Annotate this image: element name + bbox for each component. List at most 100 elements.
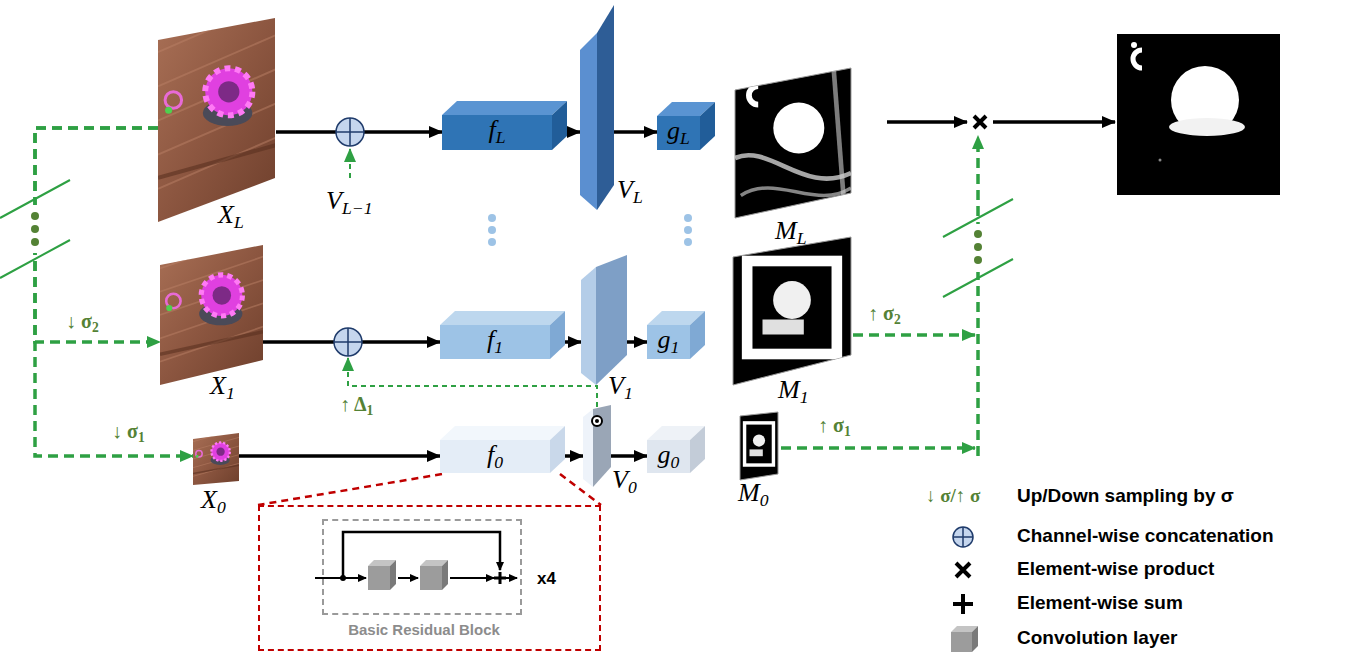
output-mask-image [1169,118,1245,136]
legend-text-holder: Element-wise product [1017,558,1214,582]
symbol-label-holder: gL [657,116,700,150]
symbol-label: L [496,127,506,147]
sampling-label: 1 [138,430,145,445]
flow-arrow [627,340,647,344]
residual-block-drawing [340,575,346,581]
signal-lines [993,120,1115,124]
output-mask-image [1117,34,1280,195]
feature-map: VL [580,5,614,210]
cuboid-shape [440,325,550,359]
symbol-label: f0 [487,440,503,469]
symbol-label-holder: f0 [440,440,550,473]
signal-lines [348,122,1115,456]
symbol-label-holder: f1 [440,325,550,359]
sampling-label: 1 [844,424,851,439]
input-image [211,443,229,461]
residual-block-box: Basic Residual Block [322,519,522,615]
residual-block-drawing [315,532,517,590]
break-marks [0,180,70,278]
cuboid-shape [690,426,705,473]
feature-plate [580,33,597,210]
block-title: Basic Residual Block [348,621,500,638]
mask-image [740,412,778,480]
break-marks [974,256,982,264]
mask-image [753,434,765,446]
symbol-label: X1 [210,371,235,400]
symbol-label: 0 [217,497,226,517]
conv-module: f1 [440,311,565,359]
mask-image [735,68,851,218]
concat-symbol [334,328,362,356]
input-image [158,145,276,178]
break-marks [31,225,39,233]
ellipsis-dots [488,226,496,234]
feature-map: V1 [581,255,627,385]
sampling-label: ↓ σ1 [112,420,145,442]
ellipsis-dots [488,214,692,246]
concat-symbol [336,118,364,146]
sampling-label: 1 [366,403,373,418]
feature-plate [592,416,602,426]
cuboid-shape [440,440,550,473]
cuboid-shape [440,311,565,325]
input-image [165,107,172,114]
zoom-lines [258,474,601,505]
input-image [158,18,276,223]
symbol-label-holder: M0 [738,478,769,508]
legend-text: Up/Down sampling by σ [1017,485,1234,506]
flow-arrow [611,454,647,458]
legend-text-holder: Convolution layer [1017,627,1177,651]
output-mask-image [1133,50,1142,68]
mask-image [749,86,758,105]
cuboid-shape [690,311,705,359]
legend-samples [951,632,972,652]
sampling-label: 2 [894,312,901,327]
residual-block-drawing [442,560,448,590]
sampling-arrow [35,128,160,342]
residual-block-drawing [390,560,396,590]
symbol-label: L [680,128,690,148]
break-marks [25,205,45,253]
conv-module: f0 [440,426,565,473]
ellipsis-dots [684,238,692,246]
conv-module: gL [657,102,715,150]
flow-arrow [567,130,580,134]
symbol-label-holder: X1 [210,371,235,401]
conv-module: g0 [647,426,705,473]
residual-block-drawing [420,566,442,590]
legend-samples [951,527,978,652]
mask-image [747,261,837,354]
input-image [216,448,224,456]
symbol-label: 1 [494,337,503,357]
conv-module: g1 [647,311,705,359]
mask-image [745,423,774,465]
sampling-label-holder: ↓ σ2 [66,310,99,333]
signal-lines [349,149,351,178]
legend-samples [953,527,973,547]
cuboid-shape [440,426,565,440]
symbol-label: 0 [671,452,680,472]
input-image [160,245,263,385]
legend-samples [953,527,973,547]
cuboid-shape [442,115,552,150]
feature-plate [593,405,611,487]
feature-plate [595,419,599,423]
legend-samples [956,563,970,577]
ellipsis-dots [488,214,496,222]
block-title-holder: Basic Residual Block [324,621,524,639]
concat-symbol [334,118,364,356]
symbol-label-holder: g0 [647,440,690,473]
input-image [158,138,276,189]
input-image [160,233,263,268]
break-marks [31,238,39,246]
symbol-label: M1 [778,375,809,404]
ellipsis-dots [684,214,692,222]
symbol-label-holder: g1 [647,325,690,359]
output-mask-image [1117,34,1280,195]
mask-image [763,320,804,335]
flow-arrow [239,454,440,458]
output-mask-image [1159,159,1162,162]
sampling-label: 2 [92,320,99,335]
symbol-label: gL [667,116,690,145]
